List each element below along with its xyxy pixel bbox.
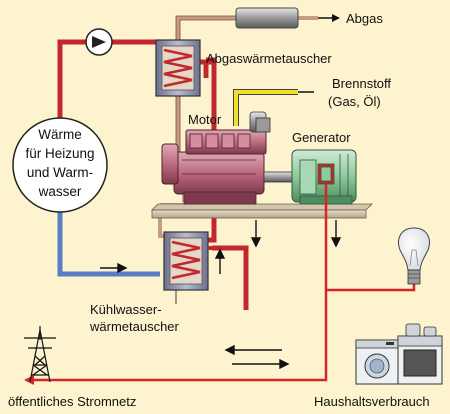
waerme-label-4: wasser xyxy=(38,184,82,199)
electric-line xyxy=(26,184,416,382)
light-bulb-icon xyxy=(398,227,430,285)
fuel-pipe xyxy=(233,89,314,126)
exhaust-heat-exchanger xyxy=(155,39,201,97)
abgas-label: Abgas xyxy=(346,11,383,26)
waerme-label-1: Wärme xyxy=(38,127,82,142)
washing-machine-icon xyxy=(355,339,399,385)
exhaust-pipe-outline xyxy=(175,15,236,160)
generator xyxy=(291,149,357,205)
transmission-tower-icon xyxy=(24,326,56,383)
circulation-pump xyxy=(85,28,113,56)
cold-water-pipe xyxy=(57,212,160,277)
motor xyxy=(161,111,271,205)
abgas-arrow xyxy=(318,14,340,22)
generator-label: Generator xyxy=(292,130,351,145)
heat-consumer xyxy=(12,117,108,213)
motor-label: Motor xyxy=(188,112,222,127)
brennstoff-label-1: Brennstoff xyxy=(332,76,391,91)
haushalt-label: Haushaltsverbrauch xyxy=(314,394,430,409)
stromnetz-label: öffentliches Stromnetz xyxy=(8,394,136,409)
abgaswaermetauscher-label: Abgaswärmetauscher xyxy=(206,51,332,66)
stove-icon xyxy=(397,323,443,385)
waerme-label-2: für Heizung xyxy=(25,146,94,161)
stromnetz-arrow xyxy=(24,375,34,385)
brennstoff-label-2: (Gas, Öl) xyxy=(328,94,381,109)
machine-foundation xyxy=(151,203,373,219)
kuehl-label-1: Kühlwasser- xyxy=(90,302,162,317)
waerme-label-3: und Warm- xyxy=(27,165,93,180)
exhaust-silencer xyxy=(235,7,299,29)
flow-arrows xyxy=(100,220,342,370)
kuehl-label-2: wärmetauscher xyxy=(89,319,180,334)
coolant-heat-exchanger xyxy=(163,231,214,291)
drive-shaft xyxy=(263,171,295,183)
